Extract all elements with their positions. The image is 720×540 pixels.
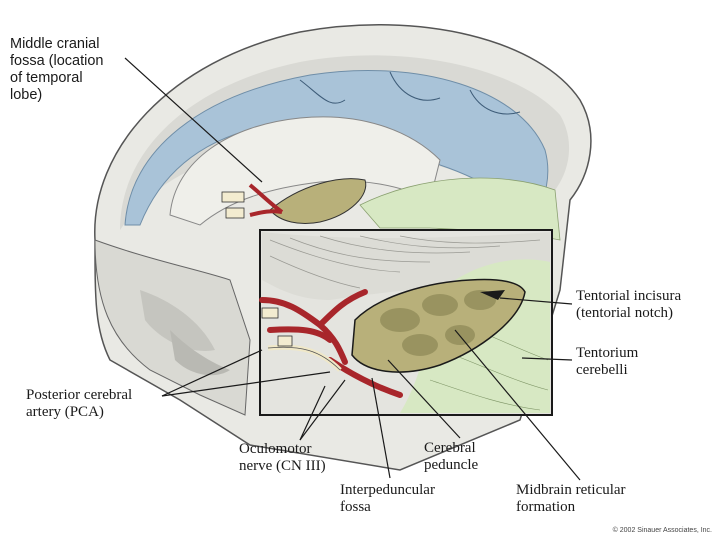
label-cerebral-peduncle: Cerebral peduncle	[424, 440, 479, 473]
midbrain-small	[221, 178, 367, 224]
label-middle-cranial-fossa: Middle cranial fossa (location of tempor…	[10, 36, 104, 103]
label-tentorial-incisura: Tentorial incisura (tentorial notch)	[576, 288, 682, 321]
leader-tentorial-incisura	[499, 297, 573, 305]
label-interpeduncular-fossa: Interpeduncular fossa	[340, 482, 435, 515]
leader-oculomotor-2	[299, 379, 346, 441]
leader-middle-cranial-fossa	[124, 57, 263, 183]
leader-tentorium-cerebelli	[521, 357, 573, 361]
leader-lines	[124, 57, 581, 481]
leader-midbrain-reticular	[454, 329, 581, 481]
label-posterior-cerebral-artery: Posterior cerebral artery (PCA)	[26, 387, 133, 420]
leader-interpeduncular-fossa	[371, 377, 391, 479]
inset-detail	[259, 229, 553, 416]
leader-cerebral-peduncle	[387, 359, 461, 439]
copyright-credit: © 2002 Sinauer Associates, Inc.	[612, 527, 712, 534]
label-tentorium-cerebelli: Tentorium cerebelli	[576, 345, 639, 378]
label-midbrain-reticular-formation: Midbrain reticular formation	[516, 482, 626, 515]
label-oculomotor-nerve: Oculomotor nerve (CN III)	[239, 441, 326, 474]
leader-pca-1	[161, 349, 263, 397]
leader-oculomotor-1	[299, 385, 326, 441]
leader-pca-2	[161, 371, 331, 397]
